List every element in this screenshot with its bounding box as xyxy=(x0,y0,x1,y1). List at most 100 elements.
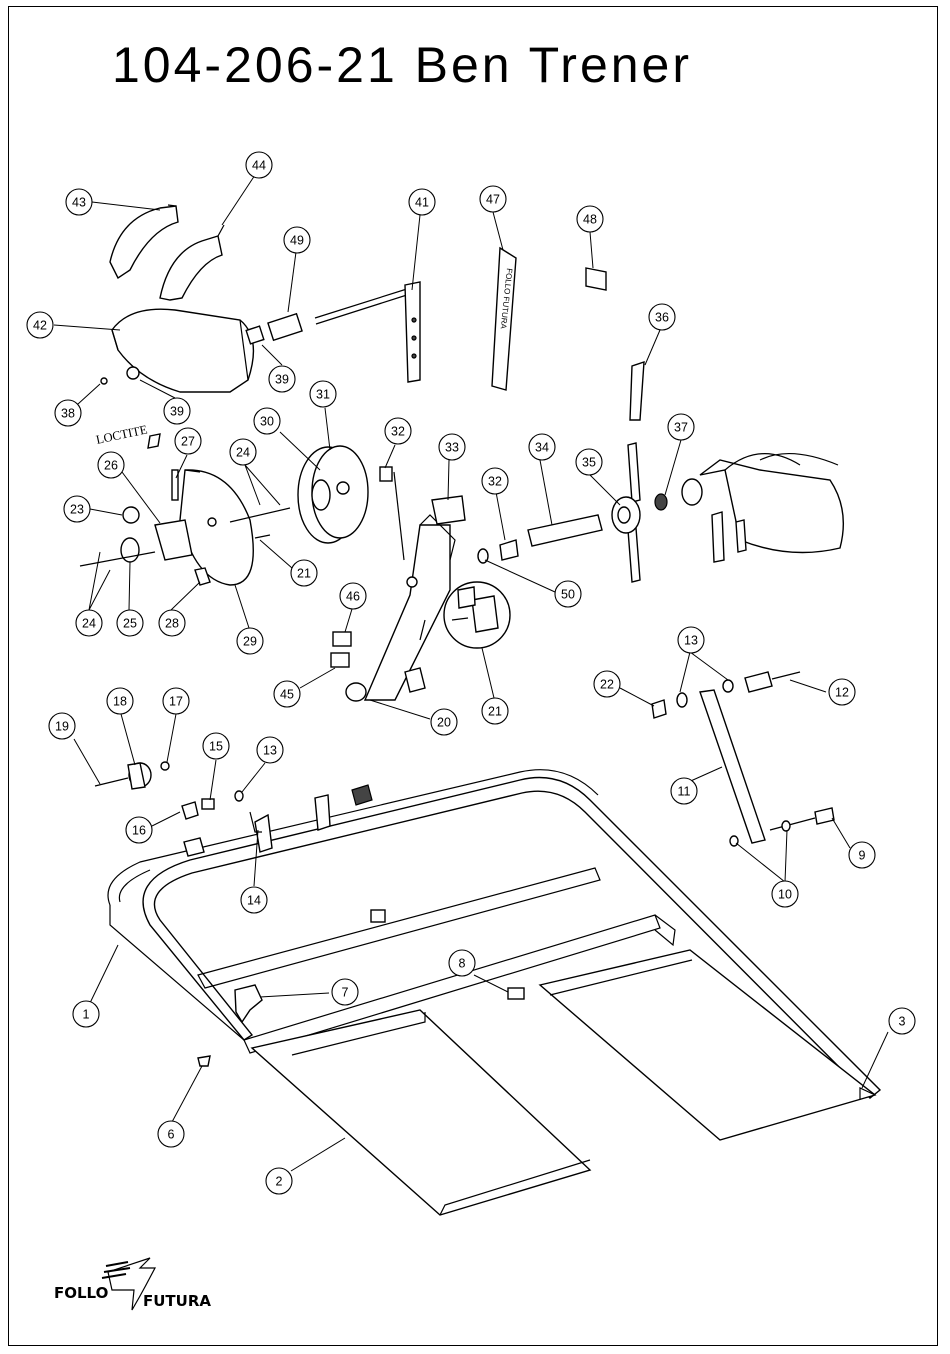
callout-49: 49 xyxy=(284,227,310,253)
svg-text:32: 32 xyxy=(488,475,502,489)
svg-text:48: 48 xyxy=(583,213,597,227)
plug-part-6 xyxy=(198,1056,210,1066)
callout-39a: 39 xyxy=(269,366,295,392)
label-46 xyxy=(333,632,351,646)
callout-2: 2 xyxy=(266,1168,292,1194)
svg-text:15: 15 xyxy=(209,740,223,754)
callout-22: 22 xyxy=(594,671,620,697)
svg-text:16: 16 xyxy=(132,824,146,838)
callout-29: 29 xyxy=(237,628,263,654)
callout-7: 7 xyxy=(332,979,358,1005)
svg-text:18: 18 xyxy=(113,695,127,709)
callout-37: 37 xyxy=(668,414,694,440)
svg-text:21: 21 xyxy=(297,567,311,581)
callout-44: 44 xyxy=(246,152,272,178)
callout-39b: 39 xyxy=(164,398,190,424)
svg-text:20: 20 xyxy=(437,716,451,730)
axle-34 xyxy=(478,515,602,563)
callout-48: 48 xyxy=(577,206,603,232)
callout-43: 43 xyxy=(66,189,92,215)
svg-text:2: 2 xyxy=(276,1175,283,1189)
shaft-assembly-41 xyxy=(246,282,420,382)
svg-text:21: 21 xyxy=(488,705,502,719)
svg-text:44: 44 xyxy=(252,159,266,173)
callout-19: 19 xyxy=(49,713,75,739)
svg-text:22: 22 xyxy=(600,678,614,692)
svg-text:11: 11 xyxy=(678,785,691,799)
svg-text:28: 28 xyxy=(165,617,179,631)
callout-32b: 32 xyxy=(482,468,508,494)
svg-text:24: 24 xyxy=(82,617,96,631)
callout-9: 9 xyxy=(849,842,875,868)
callout-1: 1 xyxy=(73,1001,99,1027)
svg-text:19: 19 xyxy=(55,720,69,734)
svg-text:8: 8 xyxy=(459,957,466,971)
callout-36: 36 xyxy=(649,304,675,330)
svg-text:39: 39 xyxy=(170,405,184,419)
foot-plate-left xyxy=(252,1010,590,1215)
callout-33: 33 xyxy=(439,434,465,460)
callout-47: 47 xyxy=(480,186,506,212)
callout-38: 38 xyxy=(55,400,81,426)
callout-23: 23 xyxy=(64,496,90,522)
svg-text:1: 1 xyxy=(83,1008,90,1022)
callout-35: 35 xyxy=(576,449,602,475)
seat-assembly xyxy=(101,205,253,392)
svg-text:26: 26 xyxy=(104,459,118,473)
callout-3: 3 xyxy=(889,1008,915,1034)
detail-21 xyxy=(444,582,510,648)
svg-text:3: 3 xyxy=(899,1015,906,1029)
knob-part-7 xyxy=(235,985,262,1022)
svg-text:49: 49 xyxy=(290,234,304,248)
svg-text:34: 34 xyxy=(535,441,549,455)
callout-11: 11 xyxy=(671,778,697,804)
footrest-right xyxy=(655,454,843,562)
callout-50: 50 xyxy=(555,581,581,607)
callout-34: 34 xyxy=(529,434,555,460)
svg-text:24: 24 xyxy=(236,446,250,460)
callout-15: 15 xyxy=(203,733,229,759)
callout-20: 20 xyxy=(431,709,457,735)
callout-10: 10 xyxy=(772,881,798,907)
callout-45: 45 xyxy=(274,681,300,707)
svg-text:31: 31 xyxy=(316,388,330,402)
callout-6: 6 xyxy=(158,1121,184,1147)
logo-word-follo: FOLLO xyxy=(54,1284,108,1302)
pin-36 xyxy=(630,362,644,420)
svg-text:23: 23 xyxy=(70,503,84,517)
svg-text:45: 45 xyxy=(280,688,294,702)
svg-text:6: 6 xyxy=(168,1128,175,1142)
callout-16: 16 xyxy=(126,817,152,843)
svg-text:50: 50 xyxy=(561,588,575,602)
svg-text:17: 17 xyxy=(169,695,183,709)
crank-35 xyxy=(612,443,640,582)
svg-text:33: 33 xyxy=(445,441,459,455)
callout-41: 41 xyxy=(409,189,435,215)
svg-text:7: 7 xyxy=(342,986,349,1000)
callout-12: 12 xyxy=(829,679,855,705)
callout-13a: 13 xyxy=(678,627,704,653)
callout-32a: 32 xyxy=(385,418,411,444)
svg-text:43: 43 xyxy=(72,196,86,210)
svg-text:37: 37 xyxy=(674,421,688,435)
decal-47: FOLLO FUTURA xyxy=(492,248,516,390)
svg-text:30: 30 xyxy=(260,415,274,429)
svg-text:47: 47 xyxy=(486,193,500,207)
svg-text:42: 42 xyxy=(33,319,47,333)
svg-text:32: 32 xyxy=(391,425,405,439)
label-45-ce xyxy=(331,653,349,667)
svg-text:13: 13 xyxy=(263,744,277,758)
svg-text:27: 27 xyxy=(181,435,195,449)
svg-text:36: 36 xyxy=(655,311,669,325)
plug-part-8 xyxy=(508,988,524,999)
loctite-note: LOCTITE xyxy=(95,422,149,447)
decal-48 xyxy=(586,268,606,290)
callout-25: 25 xyxy=(117,610,143,636)
svg-text:12: 12 xyxy=(835,686,849,700)
callout-30: 30 xyxy=(254,408,280,434)
callout-31: 31 xyxy=(310,381,336,407)
roller-18 xyxy=(95,762,262,832)
svg-text:10: 10 xyxy=(778,888,792,902)
callout-24b: 24 xyxy=(76,610,102,636)
